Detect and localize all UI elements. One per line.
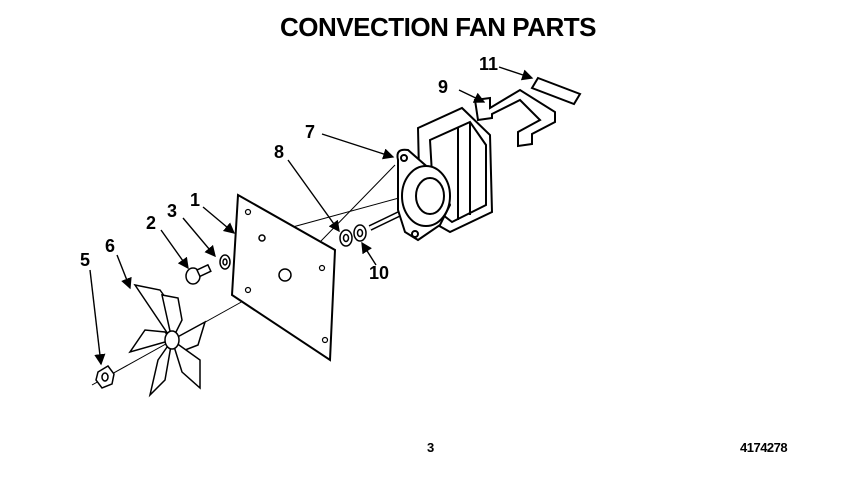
callout-labels: 1 2 3 5 6 7 8 9 10 11: [80, 54, 498, 283]
fan-blade-part-6: [128, 283, 207, 398]
washer-part-10: [353, 224, 367, 242]
page-number: 3: [427, 440, 435, 455]
callout-11: 11: [479, 54, 498, 74]
callout-9: 9: [438, 77, 448, 97]
washer-part-3: [219, 254, 231, 270]
fan-motor-part-7: [368, 106, 494, 242]
document-number: 4174278: [740, 440, 788, 455]
diagram-title: CONVECTION FAN PARTS: [280, 12, 596, 42]
callout-1: 1: [190, 190, 200, 210]
mounting-plate: [230, 193, 337, 362]
callout-6: 6: [105, 236, 115, 256]
screw-part-2: [185, 263, 212, 285]
callout-2: 2: [146, 213, 156, 233]
callout-5: 5: [80, 250, 90, 270]
leader-arrows: [89, 66, 534, 366]
callout-7: 7: [305, 122, 315, 142]
callout-3: 3: [167, 201, 177, 221]
mounting-bracket-part-9: [473, 88, 556, 148]
washer-part-8: [339, 229, 353, 247]
callout-8: 8: [274, 142, 284, 162]
insulation-pad-part-11: [530, 76, 582, 106]
callout-10: 10: [369, 263, 389, 283]
nut-part-5: [95, 365, 115, 389]
